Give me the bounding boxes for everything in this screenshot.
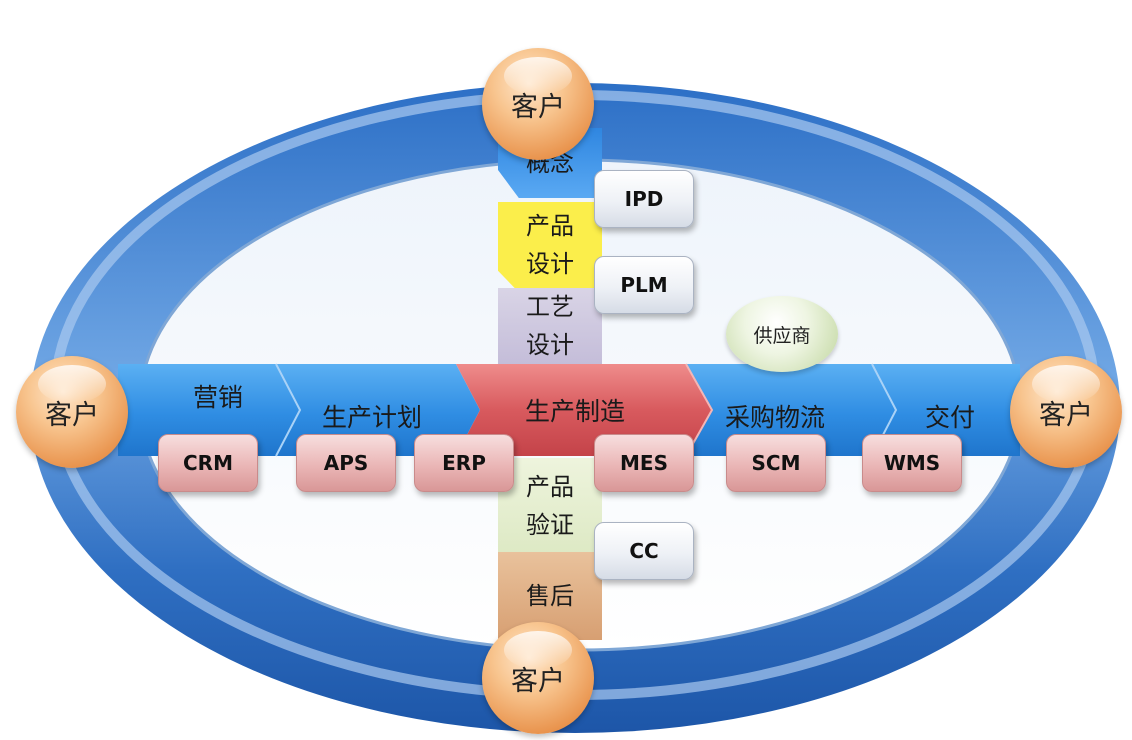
customer-left-label: 客户	[45, 399, 99, 431]
stage-after-sales-label: 售后	[526, 582, 574, 610]
system-tag-crm: CRM	[158, 434, 258, 492]
system-tag-aps: APS	[296, 434, 396, 492]
system-tag-cc: CC	[594, 522, 694, 580]
system-tag-ipd: IPD	[594, 170, 694, 228]
system-tag-erp: ERP	[414, 434, 514, 492]
customer-bottom-label: 客户	[511, 665, 565, 697]
customer-right: 客户	[1010, 356, 1122, 468]
supplier-label: 供应商	[753, 324, 811, 347]
system-tag-mes: MES	[594, 434, 694, 492]
stage-process-design: 工艺 设计	[498, 288, 602, 364]
stage-process-design-line2: 设计	[526, 331, 574, 359]
customer-bottom: 客户	[482, 622, 594, 734]
system-tag-plm: PLM	[594, 256, 694, 314]
band-delivery	[872, 364, 1020, 456]
stage-procurement-label: 采购物流	[725, 403, 826, 432]
stage-marketing-label: 营销	[193, 383, 244, 412]
customer-right-label: 客户	[1039, 399, 1093, 431]
band-manufacturing	[456, 364, 712, 456]
stage-process-design-line1: 工艺	[526, 293, 574, 321]
system-mes-label: MES	[620, 451, 668, 475]
system-erp-label: ERP	[442, 451, 486, 475]
system-tag-wms: WMS	[862, 434, 962, 492]
stage-product-design: 产品 设计	[498, 202, 602, 288]
customer-left: 客户	[16, 356, 128, 468]
stage-product-design-line2: 设计	[526, 250, 574, 278]
stage-manufacturing-label: 生产制造	[525, 397, 626, 426]
band-marketing	[118, 364, 300, 456]
supplier-node: 供应商	[726, 296, 838, 372]
system-cc-label: CC	[629, 539, 659, 563]
system-scm-label: SCM	[751, 451, 801, 475]
stage-delivery-label: 交付	[925, 403, 976, 432]
system-wms-label: WMS	[883, 451, 941, 475]
system-crm-label: CRM	[183, 451, 233, 475]
system-tag-scm: SCM	[726, 434, 826, 492]
system-aps-label: APS	[323, 451, 369, 475]
stage-planning-label: 生产计划	[322, 403, 423, 432]
customer-top: 客户	[482, 48, 594, 160]
system-ipd-label: IPD	[624, 187, 664, 211]
stage-after-sales: 售后	[498, 552, 602, 640]
customer-top-label: 客户	[511, 91, 565, 123]
band-divider-3	[685, 363, 714, 457]
stage-verification-line1: 产品	[526, 473, 574, 501]
system-plm-label: PLM	[620, 273, 668, 297]
band-planning	[276, 364, 480, 456]
band-procurement	[686, 364, 896, 456]
stage-verification-line2: 验证	[526, 511, 574, 539]
stage-product-design-line1: 产品	[526, 212, 574, 240]
stage-product-verification: 产品 验证	[498, 458, 602, 554]
band-divider-1	[275, 363, 302, 457]
